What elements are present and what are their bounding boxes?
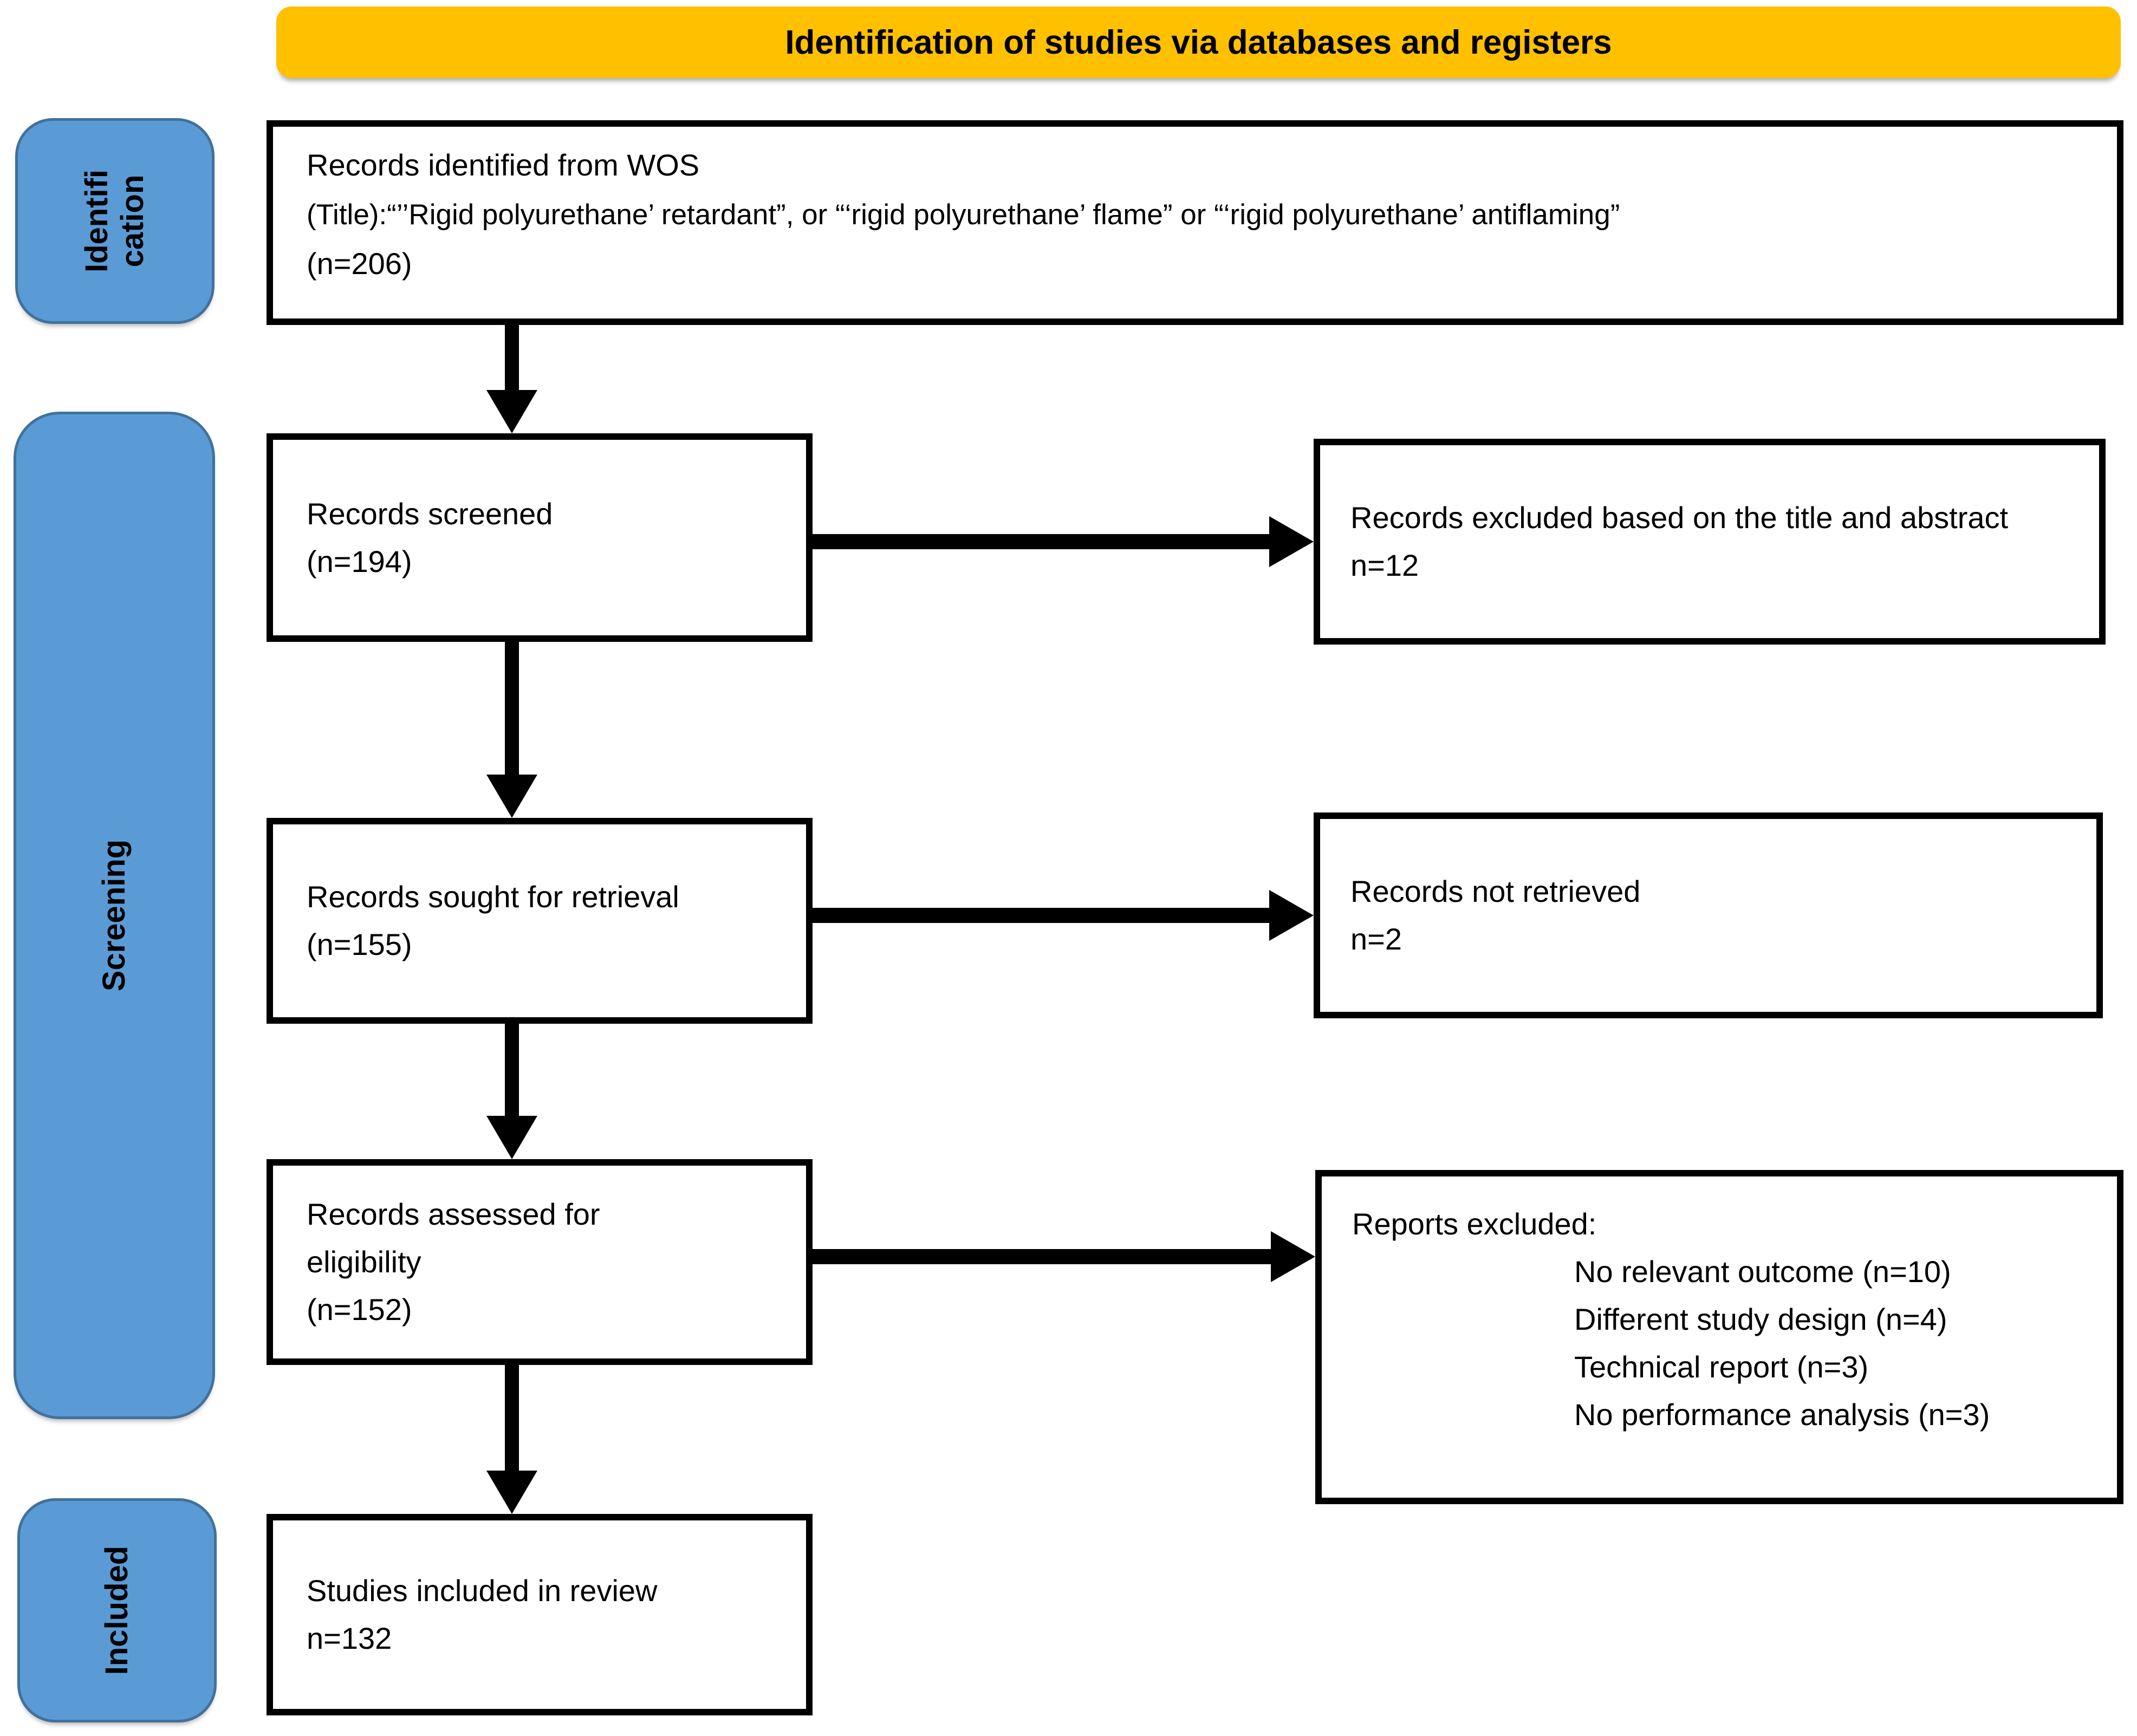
arrow-shaft xyxy=(505,1365,519,1475)
arrow-shaft xyxy=(813,908,1273,923)
records-identified-count: (n=206) xyxy=(307,246,412,281)
arrow-head-icon xyxy=(486,1471,537,1514)
records-assessed-text: Records assessed for eligibility xyxy=(307,1197,600,1279)
records-not-retrieved-text: Records not retrieved xyxy=(1350,874,1641,908)
arrow-shaft xyxy=(505,1024,519,1120)
records-screened-text: Records screened xyxy=(307,496,553,531)
box-records-sought: Records sought for retrieval (n=155) xyxy=(267,818,813,1024)
records-sought-count: (n=155) xyxy=(307,927,412,961)
header-banner: Identification of studies via databases … xyxy=(276,6,2121,78)
stage-included: Included xyxy=(17,1498,217,1722)
records-identified-query: (Title):“’’Rigid polyurethane’ retardant… xyxy=(307,199,1620,231)
studies-included-text: Studies included in review xyxy=(307,1574,658,1608)
arrow-head-icon xyxy=(486,1116,537,1159)
stage-identification: Identifi cation xyxy=(15,118,215,324)
arrow-shaft xyxy=(505,642,519,778)
arrow-head-icon xyxy=(1271,1231,1315,1282)
records-excluded-count: n=12 xyxy=(1350,548,1419,582)
arrow-shaft xyxy=(813,1249,1273,1264)
records-sought-text: Records sought for retrieval xyxy=(307,880,679,914)
box-records-assessed: Records assessed for eligibility (n=152) xyxy=(267,1159,813,1365)
studies-included-count: n=132 xyxy=(307,1621,392,1655)
header-title: Identification of studies via databases … xyxy=(785,23,1612,61)
reports-excluded-item-3: Technical report (n=3) xyxy=(1574,1350,1869,1384)
stage-screening: Screening xyxy=(14,412,215,1419)
box-reports-excluded: Reports excluded: No relevant outcome (n… xyxy=(1315,1170,2123,1504)
records-screened-count: (n=194) xyxy=(307,544,412,578)
arrow-head-icon xyxy=(486,775,537,818)
arrow-shaft xyxy=(505,325,519,398)
records-assessed-count: (n=152) xyxy=(307,1292,412,1327)
reports-excluded-item-4: No performance analysis (n=3) xyxy=(1574,1397,1990,1432)
reports-excluded-title: Reports excluded: xyxy=(1352,1207,1597,1241)
box-records-screened: Records screened (n=194) xyxy=(267,433,813,642)
arrow-head-icon xyxy=(1269,516,1314,567)
arrow-shaft xyxy=(813,534,1273,549)
reports-excluded-item-1: No relevant outcome (n=10) xyxy=(1574,1254,1951,1289)
arrow-head-icon xyxy=(486,390,537,433)
stage-included-label: Included xyxy=(99,1545,134,1675)
box-studies-included: Studies included in review n=132 xyxy=(267,1514,813,1715)
stage-screening-label: Screening xyxy=(96,839,132,992)
box-records-identified: Records identified from WOS (Title):“’’R… xyxy=(267,120,2123,325)
records-excluded-text: Records excluded based on the title and … xyxy=(1350,500,2009,535)
reports-excluded-item-2: Different study design (n=4) xyxy=(1574,1302,1947,1336)
records-identified-line1: Records identified from WOS xyxy=(307,148,700,182)
box-records-excluded-title-abstract: Records excluded based on the title and … xyxy=(1314,439,2106,645)
stage-identification-label: Identifi cation xyxy=(79,169,150,273)
arrow-head-icon xyxy=(1269,890,1314,941)
box-records-not-retrieved: Records not retrieved n=2 xyxy=(1314,812,2103,1018)
records-not-retrieved-count: n=2 xyxy=(1350,922,1402,956)
